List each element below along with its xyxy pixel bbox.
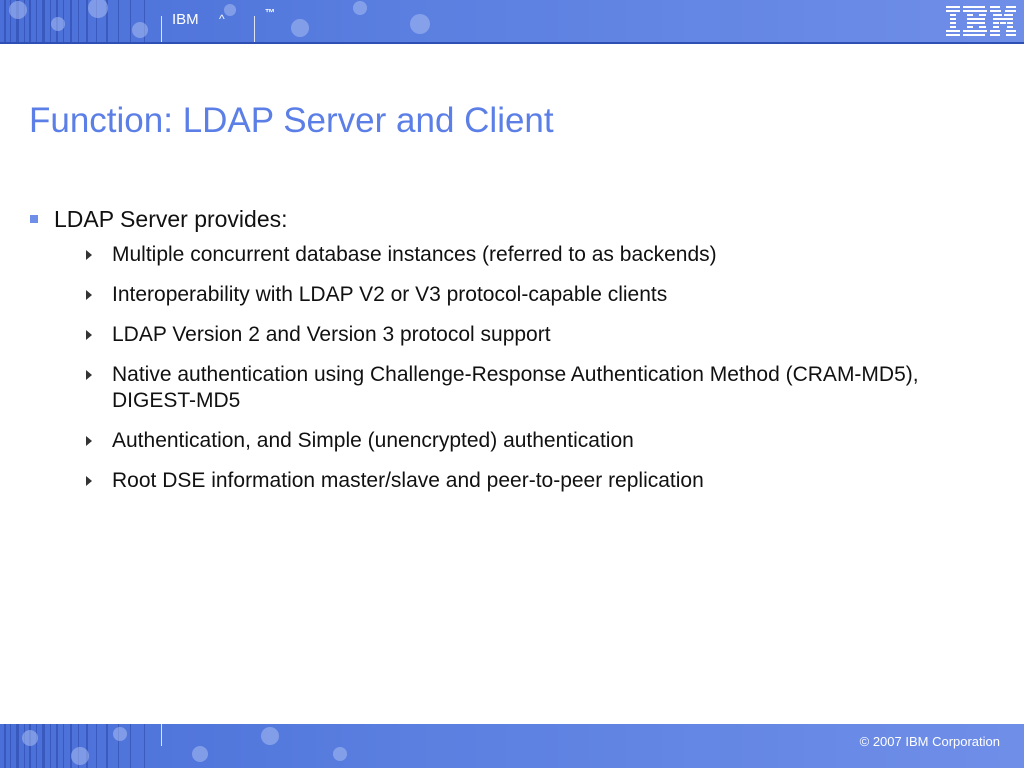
sub-bullet-text: Multiple concurrent database instances (… [112, 243, 717, 266]
copyright-text: © 2007 IBM Corporation [859, 734, 1000, 749]
footer-band: © 2007 IBM Corporation [0, 724, 1024, 768]
arrow-bullet-icon [86, 370, 92, 380]
arrow-bullet-icon [86, 476, 92, 486]
header-caret: ^ [219, 12, 225, 26]
slide-title: Function: LDAP Server and Client [29, 101, 554, 140]
header-band: IBM ^ ™ [0, 0, 1024, 42]
header-decoration [4, 0, 430, 42]
arrow-bullet-icon [86, 290, 92, 300]
sub-bullet-item: Native authentication using Challenge-Re… [86, 362, 986, 414]
sub-bullet-item: Multiple concurrent database instances (… [86, 242, 986, 268]
arrow-bullet-icon [86, 436, 92, 446]
sub-bullet-item: Authentication, and Simple (unencrypted)… [86, 428, 986, 454]
header-brand: IBM [172, 11, 199, 28]
ibm-logo-icon [946, 4, 1018, 42]
sub-bullet-text: Authentication, and Simple (unencrypted)… [112, 429, 634, 452]
header-divider [0, 42, 1024, 44]
sub-bullet-item: Root DSE information master/slave and pe… [86, 468, 986, 494]
arrow-bullet-icon [86, 330, 92, 340]
sub-bullet-text: LDAP Version 2 and Version 3 protocol su… [112, 323, 551, 346]
sub-bullet-item: Interoperability with LDAP V2 or V3 prot… [86, 282, 986, 308]
sub-bullet-text: Native authentication using Challenge-Re… [112, 363, 919, 412]
footer-decoration [4, 724, 347, 768]
sub-bullet-list: Multiple concurrent database instances (… [86, 242, 986, 508]
arrow-bullet-icon [86, 250, 92, 260]
sub-bullet-text: Root DSE information master/slave and pe… [112, 469, 704, 492]
sub-bullet-text: Interoperability with LDAP V2 or V3 prot… [112, 283, 668, 306]
bullet-text: LDAP Server provides: [54, 206, 288, 232]
sub-bullet-item: LDAP Version 2 and Version 3 protocol su… [86, 322, 986, 348]
square-bullet-icon [30, 215, 38, 223]
header-trademark: ™ [265, 8, 275, 19]
